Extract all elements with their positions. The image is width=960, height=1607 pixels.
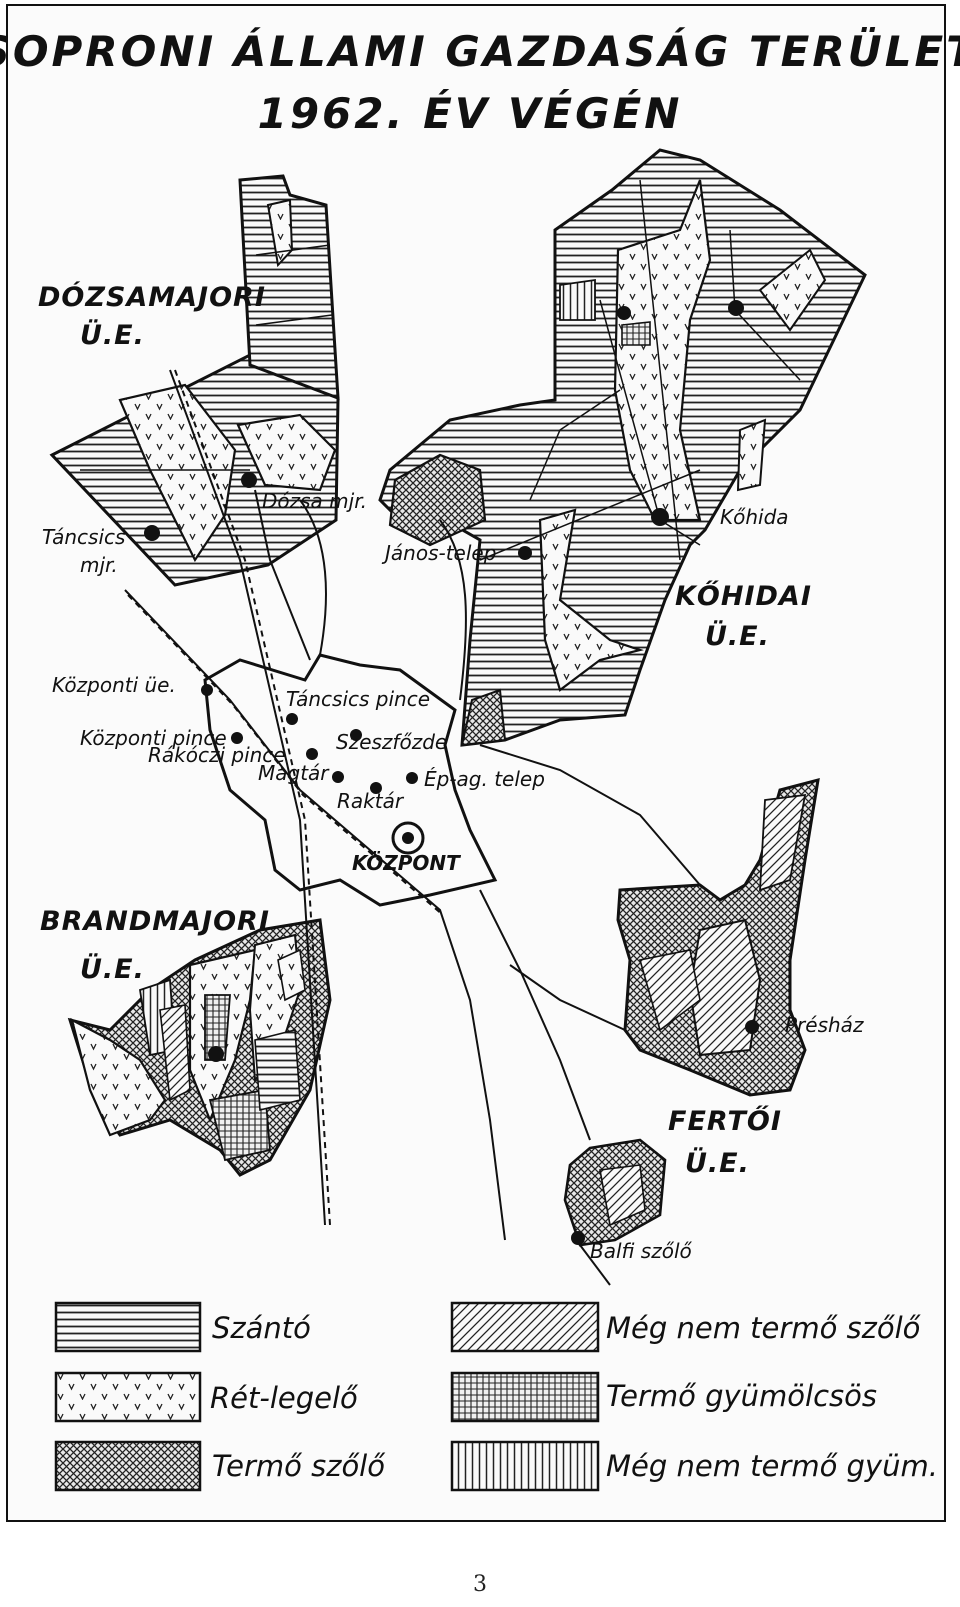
legend-swatch-meg-nem-termo-szolo bbox=[450, 1301, 600, 1353]
preshaz-marker bbox=[745, 1020, 759, 1034]
brandmajor-marker bbox=[208, 1046, 224, 1062]
unit-brandmajori-suffix: Ü.E. bbox=[80, 952, 145, 985]
label-szeszfozde: Szeszfőzde bbox=[336, 730, 447, 754]
legend-swatch-termo-gyumolcsos bbox=[450, 1371, 600, 1423]
label-ep-ag-telep: Ép-ag. telep bbox=[424, 767, 545, 791]
label-dozsa-mjr: Dózsa mjr. bbox=[262, 489, 367, 513]
magtar-marker bbox=[332, 771, 344, 783]
map-title-line-2: 1962. ÉV VÉGÉN bbox=[258, 88, 683, 138]
fertoi-area bbox=[616, 777, 820, 1097]
legend-label-szanto: Szántó bbox=[212, 1311, 311, 1345]
legend-swatch-szanto bbox=[54, 1301, 202, 1353]
kohida-marker bbox=[651, 508, 669, 526]
kohidai-farm-marker-1 bbox=[617, 306, 631, 320]
label-raktar: Raktár bbox=[337, 789, 405, 813]
balfi-szolo-marker bbox=[571, 1231, 585, 1245]
ep-ag-telep-marker bbox=[406, 772, 418, 784]
unit-dozsamajori-suffix: Ü.E. bbox=[80, 318, 145, 351]
legend: Szántó Rét-legelő Termő szőlő Még nem te… bbox=[54, 1301, 938, 1492]
label-balfi-szolo: Balfi szőlő bbox=[590, 1239, 693, 1263]
label-janos-telep: János-telep bbox=[381, 541, 496, 565]
rakoczi-pince-marker bbox=[306, 748, 318, 760]
unit-fertoi-suffix: Ü.E. bbox=[685, 1146, 750, 1179]
map-title-line-1: A SOPRONI ÁLLAMI GAZDASÁG TERÜLETE bbox=[0, 26, 960, 76]
label-rakoczi-pince: Rákóczi pince bbox=[148, 743, 286, 767]
kozpont-marker bbox=[391, 821, 425, 855]
legend-swatch-ret-legelo bbox=[54, 1371, 202, 1423]
tancsics-pince-marker bbox=[286, 713, 298, 725]
label-magtar: Magtár bbox=[258, 761, 330, 785]
kozponti-ue-marker bbox=[201, 684, 213, 696]
szeszfozde-marker bbox=[350, 729, 362, 741]
roads bbox=[124, 369, 701, 1286]
unit-dozsamajori-name: DÓZSAMAJORI bbox=[38, 281, 266, 313]
tancsics-mjr-marker bbox=[144, 525, 160, 541]
label-tancsics-mjr: mjr. bbox=[80, 553, 118, 577]
janos-telep-marker bbox=[518, 546, 532, 560]
label-tancsics: Táncsics bbox=[42, 525, 125, 549]
legend-label-ret-legelo: Rét-legelő bbox=[210, 1381, 359, 1415]
raktar-marker bbox=[370, 782, 382, 794]
label-kozponti-ue: Központi üe. bbox=[52, 673, 176, 697]
label-tancsics-pince: Táncsics pince bbox=[286, 687, 430, 711]
unit-brandmajori-name: BRANDMAJORI bbox=[40, 906, 270, 937]
label-preshaz: Présház bbox=[785, 1013, 864, 1037]
dozsamajori-area bbox=[49, 174, 340, 587]
kohidai-area bbox=[378, 148, 867, 747]
kohidai-farm-marker-2 bbox=[728, 300, 744, 316]
legend-swatch-meg-nem-termo-gyum bbox=[450, 1440, 600, 1492]
settlement-markers bbox=[144, 300, 759, 1245]
label-kozponti-pince: Központi pince bbox=[80, 726, 227, 750]
legend-label-meg-nem-termo-szolo: Még nem termő szőlő bbox=[606, 1311, 922, 1345]
legend-label-termo-gyumolcsos: Termő gyümölcsös bbox=[606, 1379, 877, 1413]
balfi-szolo-area bbox=[563, 1138, 667, 1247]
kozponti-pince-marker bbox=[231, 732, 243, 744]
label-kohida: Kőhida bbox=[720, 505, 789, 529]
dozsa-mjr-marker bbox=[241, 472, 257, 488]
unit-fertoi-name: FERTŐI bbox=[668, 1105, 782, 1137]
page-number: 3 bbox=[473, 1572, 487, 1597]
unit-kohidai-name: KŐHIDAI bbox=[675, 580, 812, 612]
land-use-map: A SOPRONI ÁLLAMI GAZDASÁG TERÜLETE 1962.… bbox=[0, 26, 960, 1492]
label-kozpont: KÖZPONT bbox=[352, 851, 461, 875]
legend-label-meg-nem-termo-gyum: Még nem termő gyüm. bbox=[606, 1449, 938, 1483]
brandmajori-area bbox=[67, 918, 332, 1177]
legend-swatch-termo-szolo bbox=[54, 1440, 202, 1492]
legend-label-termo-szolo: Termő szőlő bbox=[212, 1449, 386, 1483]
unit-kohidai-suffix: Ü.E. bbox=[705, 619, 770, 652]
